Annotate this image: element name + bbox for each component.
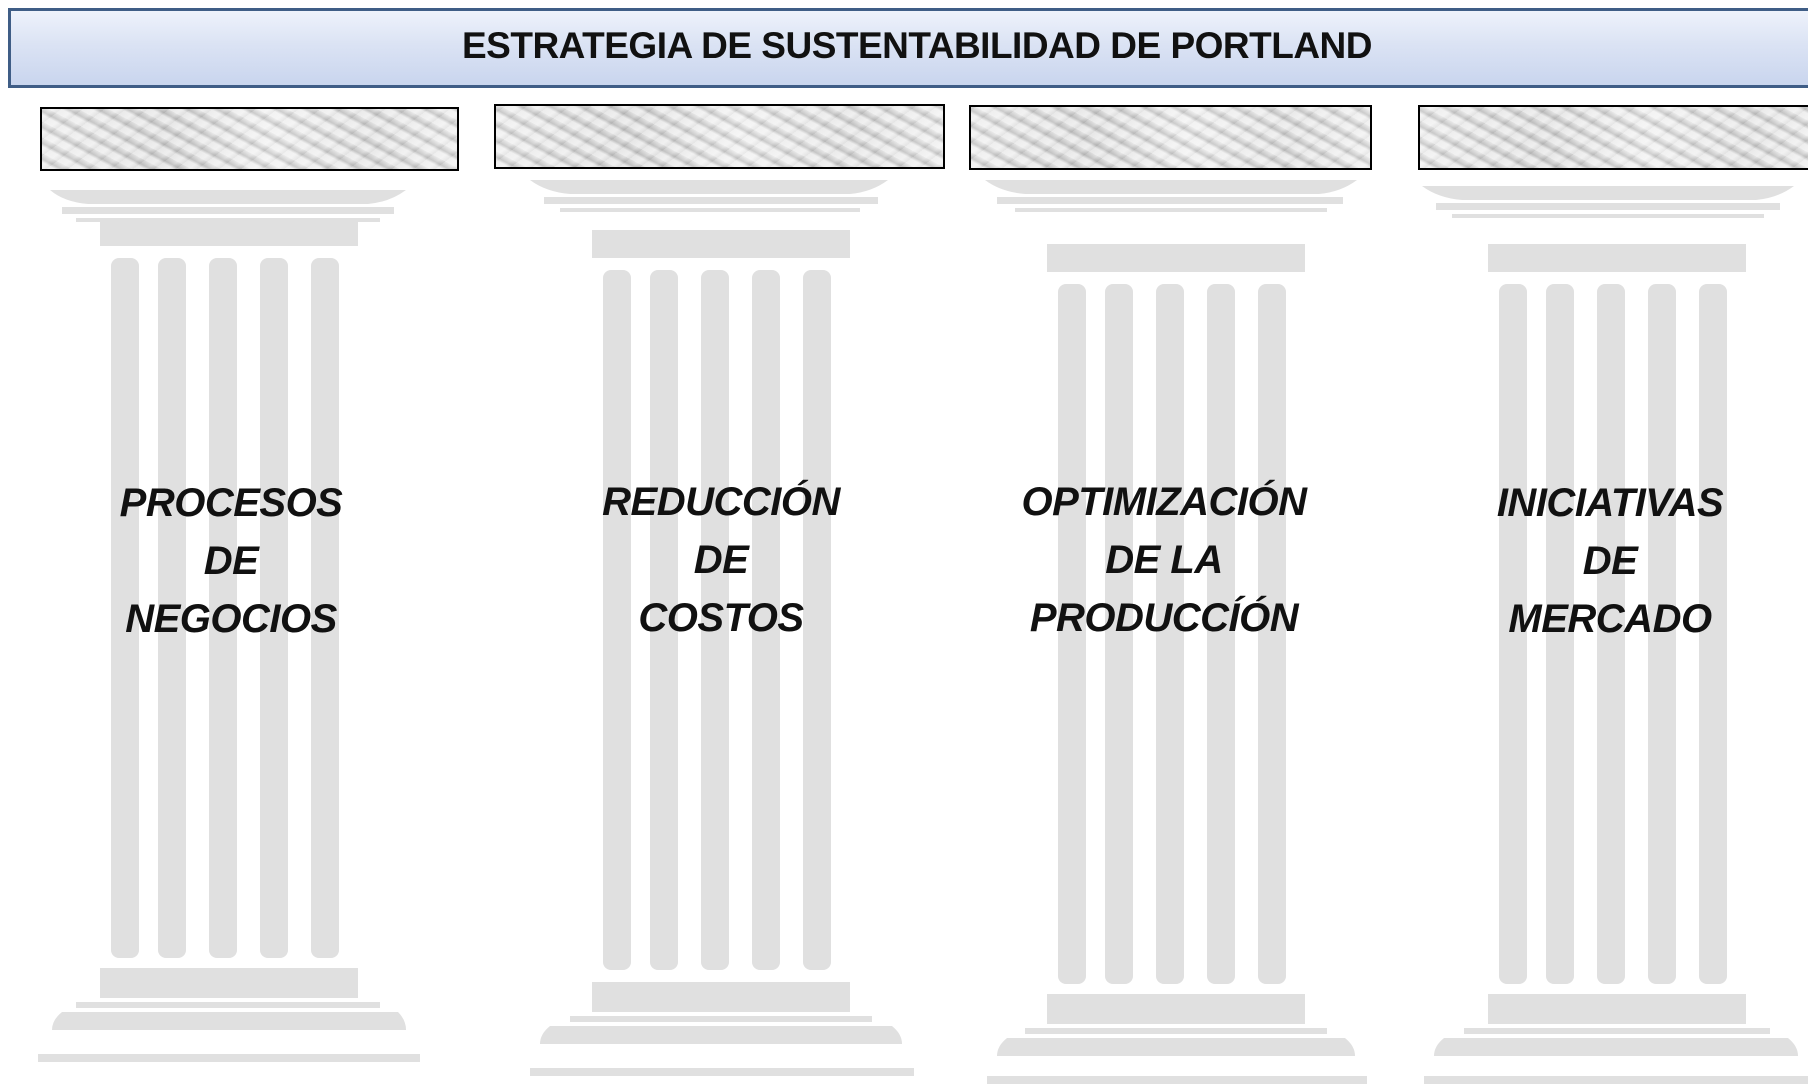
pillar-label: PROCESOS DE NEGOCIOS xyxy=(91,474,371,648)
pillar-label: OPTIMIZACIÓN DE LA PRODUCCÍÓN xyxy=(1004,473,1324,647)
column-icon xyxy=(38,190,420,1062)
column-icon xyxy=(530,180,914,1076)
pillar-procesos: PROCESOS DE NEGOCIOS xyxy=(38,0,459,1089)
pillar-label-line: REDUCCIÓN xyxy=(602,480,840,524)
pillar-label-line: MERCADO xyxy=(1508,597,1712,641)
pillar-capital xyxy=(969,105,1372,170)
pillar-label-line: NEGOCIOS xyxy=(125,597,337,641)
pillar-capital xyxy=(1418,105,1808,170)
pillar-label-line: COSTOS xyxy=(638,596,804,640)
diagram-title: ESTRATEGIA DE SUSTENTABILIDAD DE PORTLAN… xyxy=(462,25,1373,66)
pillar-optimizacion: OPTIMIZACIÓN DE LA PRODUCCÍÓN xyxy=(969,0,1375,1089)
pillar-label: INICIATIVAS DE MERCADO xyxy=(1460,474,1760,648)
pillar-label-line: DE LA xyxy=(1105,538,1223,582)
pillar-label-line: OPTIMIZACIÓN xyxy=(1021,480,1307,524)
pillar-label: REDUCCIÓN DE COSTOS xyxy=(581,473,861,647)
column-icon xyxy=(1422,186,1808,1084)
pillar-capital xyxy=(40,107,459,171)
pillar-reduccion: REDUCCIÓN DE COSTOS xyxy=(494,0,945,1089)
column-icon xyxy=(985,180,1367,1084)
pillar-label-line: PROCESOS xyxy=(119,481,343,525)
pillar-capital xyxy=(494,104,945,169)
pillar-iniciativas: INICIATIVAS DE MERCADO xyxy=(1418,0,1808,1089)
title-banner: ESTRATEGIA DE SUSTENTABILIDAD DE PORTLAN… xyxy=(8,8,1808,88)
pillar-label-line: DE xyxy=(693,538,749,582)
pillar-label-line: DE xyxy=(1582,539,1638,583)
pillar-label-line: DE xyxy=(203,539,259,583)
pillar-label-line: INICIATIVAS xyxy=(1496,481,1724,525)
pillar-label-line: PRODUCCÍÓN xyxy=(1029,596,1299,640)
